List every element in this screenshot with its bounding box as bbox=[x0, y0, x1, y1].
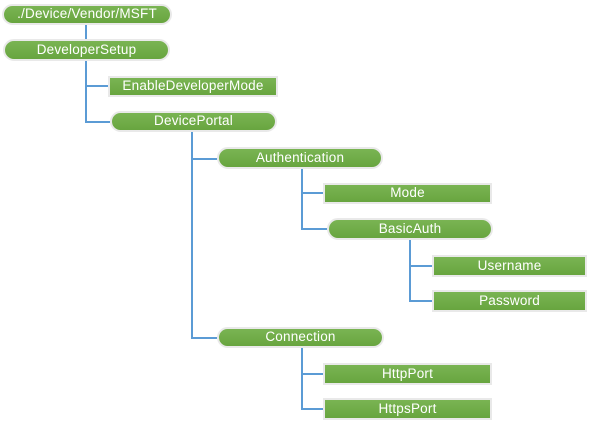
node-mode: Mode bbox=[323, 183, 492, 204]
node-label-http-port: HttpPort bbox=[381, 365, 434, 381]
connector-developersetup-stem bbox=[85, 61, 87, 123]
connector-deviceportal-stem bbox=[191, 132, 193, 339]
connector-branch-password bbox=[409, 300, 432, 302]
node-enable-developer-mode: EnableDeveloperMode bbox=[108, 76, 278, 97]
node-root: ./Device/Vendor/MSFT bbox=[2, 4, 172, 25]
connector-branch-username bbox=[409, 265, 432, 267]
node-username: Username bbox=[432, 255, 587, 277]
node-label-https-port: HttpsPort bbox=[378, 400, 437, 416]
node-connection: Connection bbox=[217, 327, 384, 348]
node-device-portal: DevicePortal bbox=[110, 111, 277, 132]
node-basic-auth: BasicAuth bbox=[327, 218, 493, 240]
node-label-developer-setup: DeveloperSetup bbox=[36, 41, 137, 57]
node-label-basic-auth: BasicAuth bbox=[378, 220, 442, 236]
connector-branch-enabledevelopermode bbox=[85, 85, 108, 87]
connector-branch-mode bbox=[301, 192, 323, 194]
connector-branch-httpsport bbox=[301, 408, 323, 410]
connector-branch-deviceportal bbox=[85, 121, 110, 123]
connector-branch-authentication bbox=[191, 158, 217, 160]
connector-authentication-stem bbox=[301, 169, 303, 230]
node-developer-setup: DeveloperSetup bbox=[3, 39, 170, 61]
connector-basicauth-stem bbox=[409, 240, 411, 302]
node-label-authentication: Authentication bbox=[255, 149, 345, 165]
node-label-enable-developer-mode: EnableDeveloperMode bbox=[122, 78, 264, 94]
node-authentication: Authentication bbox=[217, 147, 383, 169]
node-http-port: HttpPort bbox=[323, 363, 492, 385]
node-label-password: Password bbox=[479, 292, 540, 308]
node-label-username: Username bbox=[477, 257, 542, 273]
node-https-port: HttpsPort bbox=[323, 398, 492, 420]
node-label-mode: Mode bbox=[390, 185, 425, 201]
connector-branch-basicauth bbox=[301, 228, 327, 230]
node-label-connection: Connection bbox=[265, 329, 336, 345]
node-label-device-portal: DevicePortal bbox=[154, 113, 233, 129]
connector-branch-httpport bbox=[301, 373, 323, 375]
connector-branch-connection bbox=[191, 337, 217, 339]
node-password: Password bbox=[432, 290, 587, 312]
connector-root-to-developersetup bbox=[85, 25, 87, 39]
connector-connection-stem bbox=[301, 348, 303, 410]
node-label-root: ./Device/Vendor/MSFT bbox=[17, 6, 157, 22]
